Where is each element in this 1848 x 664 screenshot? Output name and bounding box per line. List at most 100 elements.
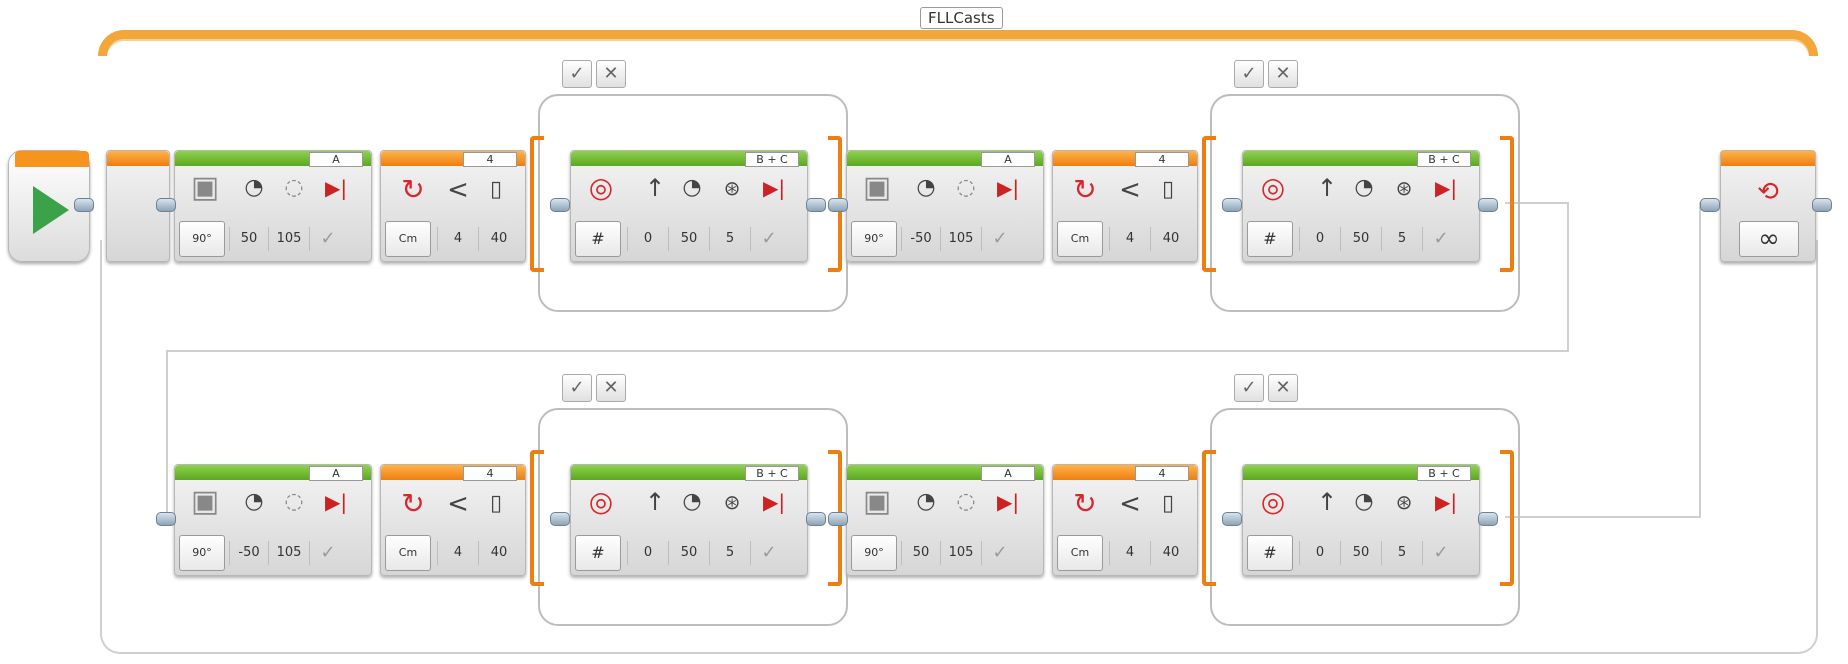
steering-value[interactable]: 0	[1299, 541, 1340, 565]
steering-port-selector[interactable]: B + C	[1417, 466, 1471, 481]
sequence-plug[interactable]	[806, 198, 826, 212]
compare-type-value[interactable]: 4	[1109, 227, 1150, 251]
motor-port-selector[interactable]: A	[309, 152, 363, 167]
sensor-port-selector[interactable]: 4	[463, 466, 517, 481]
motor-power-value[interactable]: -50	[901, 227, 940, 251]
compare-type-value[interactable]: 4	[437, 227, 478, 251]
compare-type-value[interactable]: 4	[1109, 541, 1150, 565]
rotations-value[interactable]: 5	[709, 227, 750, 251]
sensor-port-selector[interactable]: 4	[1135, 466, 1189, 481]
sequence-plug[interactable]	[156, 198, 176, 212]
motor-brake-toggle[interactable]: ✓	[981, 541, 1018, 565]
motor-port-selector[interactable]: A	[981, 466, 1035, 481]
motor-brake-toggle[interactable]: ✓	[309, 227, 346, 251]
sensor-mode-button[interactable]: Cm	[385, 535, 431, 571]
compare-type-value[interactable]: 4	[437, 541, 478, 565]
sequence-plug[interactable]	[806, 512, 826, 526]
steering-mode-button[interactable]: #	[1247, 535, 1293, 571]
steering-port-selector[interactable]: B + C	[745, 152, 799, 167]
sensor-port-selector[interactable]: 4	[463, 152, 517, 167]
true-case-button[interactable]: ✓	[1234, 374, 1264, 402]
motor-power-value[interactable]: 50	[901, 541, 940, 565]
steering-mode-button[interactable]: #	[575, 535, 621, 571]
loop-name-label[interactable]: FLLCasts	[920, 7, 1003, 29]
steering-value[interactable]: 0	[1299, 227, 1340, 251]
steering-port-selector[interactable]: B + C	[1417, 152, 1471, 167]
compare-operator[interactable]: <	[447, 489, 469, 519]
rotations-value[interactable]: 5	[709, 541, 750, 565]
sensor-mode-button[interactable]: Cm	[1057, 535, 1103, 571]
sequence-plug[interactable]	[1812, 198, 1832, 212]
false-case-button[interactable]: ✕	[596, 374, 626, 402]
false-case-button[interactable]: ✕	[596, 60, 626, 88]
sequence-plug[interactable]	[1700, 198, 1720, 212]
motor-degrees-value[interactable]: 105	[268, 541, 309, 565]
loop-end-block[interactable]: ⟲ ∞	[1720, 150, 1816, 262]
steering-power-value[interactable]: 50	[1340, 227, 1381, 251]
sequence-plug[interactable]	[1478, 198, 1498, 212]
sequence-plug[interactable]	[550, 198, 570, 212]
compare-operator[interactable]: <	[1119, 489, 1141, 519]
sensor-mode-button[interactable]: Cm	[385, 221, 431, 257]
sequence-plug[interactable]	[828, 198, 848, 212]
sensor-port-selector[interactable]: 4	[1135, 152, 1189, 167]
steering-port-selector[interactable]: B + C	[745, 466, 799, 481]
motor-mode-button[interactable]: 90°	[179, 221, 225, 257]
sequence-plug[interactable]	[1478, 512, 1498, 526]
true-case-button[interactable]: ✓	[1234, 60, 1264, 88]
steering-power-value[interactable]: 50	[1340, 541, 1381, 565]
motor-mode-button[interactable]: 90°	[851, 535, 897, 571]
true-case-button[interactable]: ✓	[562, 60, 592, 88]
rotations-value[interactable]: 5	[1381, 227, 1422, 251]
motor-degrees-value[interactable]: 105	[940, 541, 981, 565]
motor-brake-toggle[interactable]: ✓	[309, 541, 346, 565]
steering-power-value[interactable]: 50	[668, 541, 709, 565]
steering-power-value[interactable]: 50	[668, 227, 709, 251]
sequence-plug[interactable]	[1222, 512, 1242, 526]
motor-degrees-value[interactable]: 105	[940, 227, 981, 251]
threshold-value[interactable]: 40	[478, 227, 519, 251]
rotations-value[interactable]: 5	[1381, 541, 1422, 565]
steering-brake-toggle[interactable]: ✓	[1422, 227, 1459, 251]
motor-port-selector[interactable]: A	[981, 152, 1035, 167]
false-case-button[interactable]: ✕	[1268, 374, 1298, 402]
motor-brake-toggle[interactable]: ✓	[981, 227, 1018, 251]
motor-degrees-value[interactable]: 105	[268, 227, 309, 251]
steering-brake-toggle[interactable]: ✓	[750, 541, 787, 565]
threshold-value[interactable]: 40	[478, 541, 519, 565]
sequence-plug[interactable]	[156, 512, 176, 526]
sequence-plug[interactable]	[550, 512, 570, 526]
steering-mode-button[interactable]: #	[575, 221, 621, 257]
true-case-button[interactable]: ✓	[562, 374, 592, 402]
steering-mode-button[interactable]: #	[1247, 221, 1293, 257]
loop-mode-button[interactable]: ∞	[1739, 221, 1799, 257]
steering-value[interactable]: 0	[627, 541, 668, 565]
motor-power-value[interactable]: -50	[229, 541, 268, 565]
compare-operator[interactable]: <	[447, 175, 469, 205]
motor-mode-button[interactable]: 90°	[179, 535, 225, 571]
steering-value[interactable]: 0	[627, 227, 668, 251]
steering-brake-toggle[interactable]: ✓	[1422, 541, 1459, 565]
motor-power-value[interactable]: 50	[229, 227, 268, 251]
sequence-plug[interactable]	[74, 198, 94, 212]
threshold-value[interactable]: 40	[1150, 541, 1191, 565]
motor-port-selector[interactable]: A	[309, 466, 363, 481]
loop-frame[interactable]	[98, 30, 1818, 56]
start-block[interactable]	[8, 150, 90, 262]
compare-operator[interactable]: <	[1119, 175, 1141, 205]
false-case-button[interactable]: ✕	[1268, 60, 1298, 88]
sequence-plug[interactable]	[1222, 198, 1242, 212]
threshold-value[interactable]: 40	[1150, 227, 1191, 251]
motor-mode-button[interactable]: 90°	[851, 221, 897, 257]
